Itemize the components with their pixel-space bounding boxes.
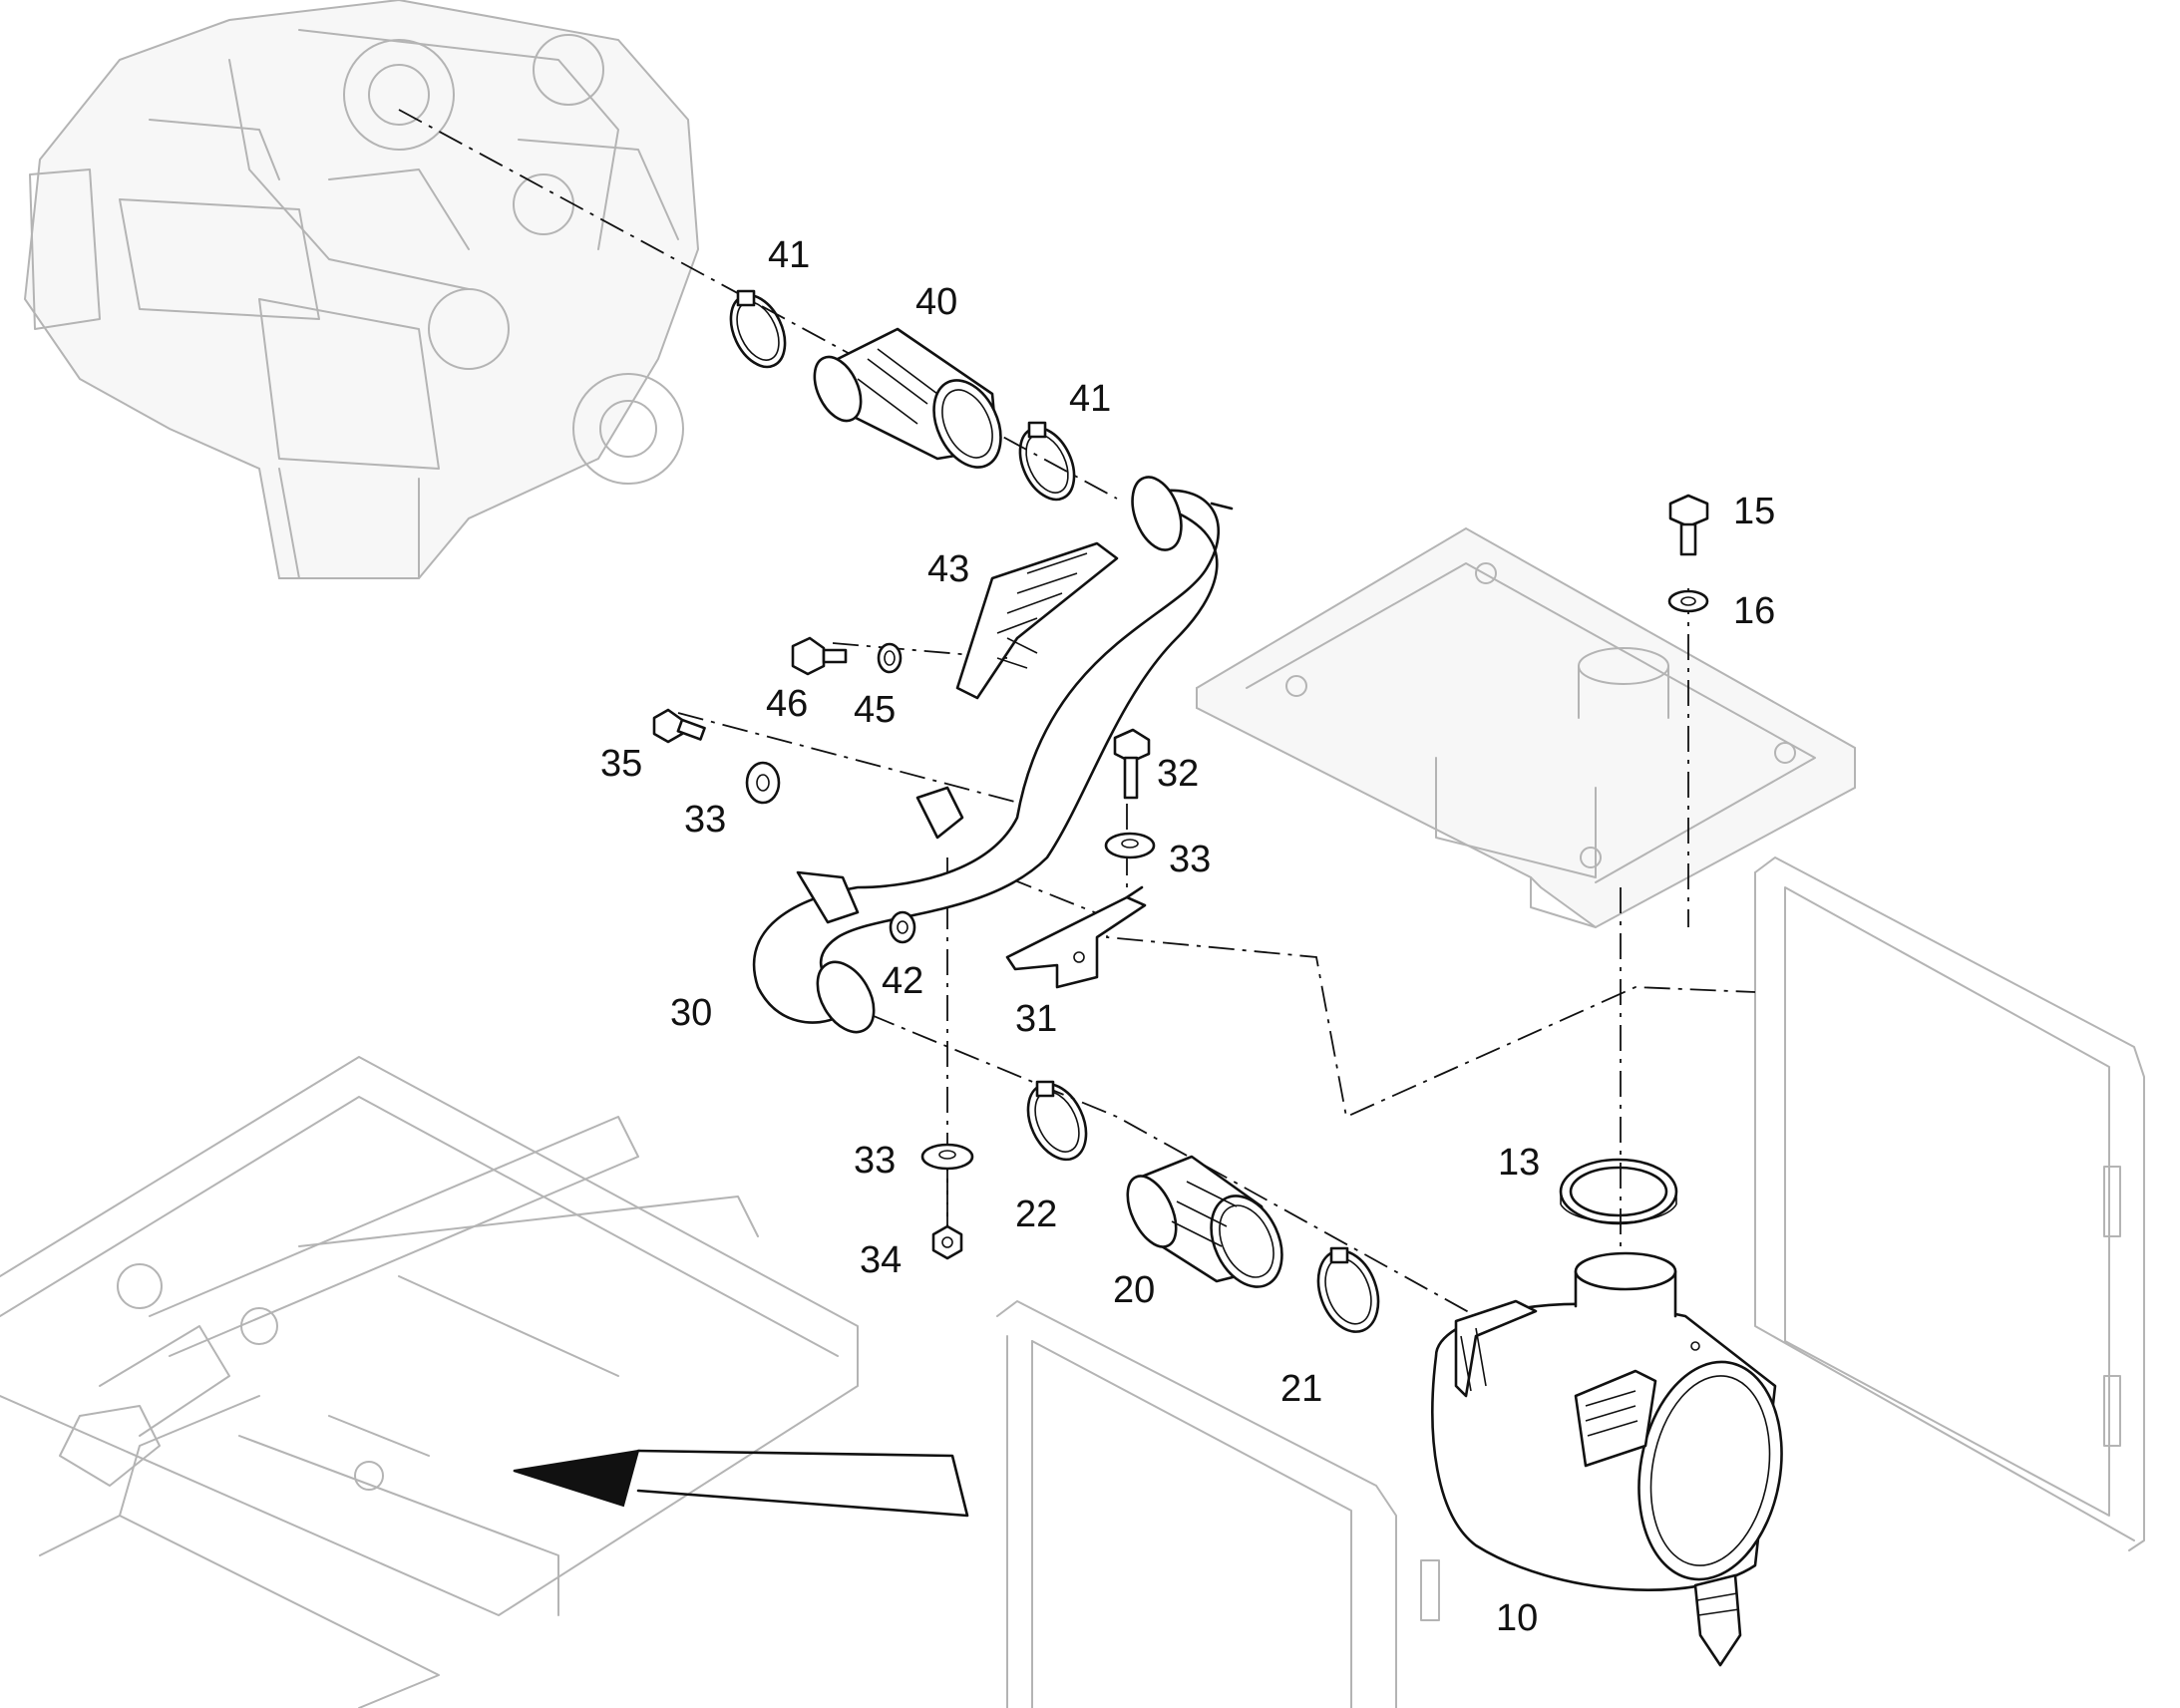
hose-clamp-22[interactable] (1017, 1075, 1098, 1169)
hose-clamp-upper[interactable] (720, 286, 796, 375)
pointer-leader (636, 1449, 969, 1518)
engine-assembly (23, 0, 700, 579)
washer-33-lower[interactable] (920, 1143, 974, 1171)
bolt-15[interactable] (1668, 494, 1709, 556)
side-panel-left (996, 1300, 1440, 1708)
bolt-32[interactable] (1113, 728, 1151, 800)
hose-clamp-21[interactable] (1307, 1242, 1388, 1340)
upper-plate (1196, 526, 1856, 929)
washer-45[interactable] (877, 642, 903, 674)
callout-33-right: 33 (1169, 839, 1211, 880)
intake-pipe[interactable] (752, 471, 1234, 1042)
callout-16: 16 (1733, 590, 1775, 632)
callout-46: 46 (766, 683, 808, 725)
bolt-46[interactable] (791, 636, 848, 676)
seal-ring-13[interactable] (1559, 1158, 1678, 1225)
clip-nut-42[interactable] (889, 910, 916, 944)
hose-clamp-lower[interactable] (1009, 419, 1085, 508)
callout-20: 20 (1113, 1269, 1155, 1311)
callout-45: 45 (854, 689, 896, 731)
callout-13: 13 (1498, 1142, 1540, 1184)
location-pointer (513, 1449, 640, 1508)
callout-40: 40 (915, 281, 957, 323)
callout-41-top: 41 (768, 234, 810, 276)
callout-33-lower: 33 (854, 1140, 896, 1182)
callout-10: 10 (1496, 1597, 1538, 1639)
washer-33-right[interactable] (1104, 832, 1156, 859)
callout-43: 43 (927, 548, 969, 590)
callout-15: 15 (1733, 491, 1775, 532)
washer-33-left[interactable] (745, 761, 781, 805)
callout-30: 30 (670, 992, 712, 1034)
callout-42: 42 (882, 960, 923, 1002)
air-cleaner[interactable] (1431, 1251, 1798, 1667)
callout-32: 32 (1157, 753, 1199, 795)
callout-labels: 41 40 41 43 46 45 35 33 30 42 32 33 31 1… (600, 234, 1775, 1639)
callout-21: 21 (1280, 1368, 1322, 1410)
nut-34[interactable] (931, 1224, 963, 1260)
upper-frame (0, 1056, 859, 1708)
callout-22: 22 (1015, 1194, 1057, 1235)
callout-35: 35 (600, 743, 642, 785)
pipe-bracket[interactable] (1005, 885, 1147, 989)
intake-hose-20[interactable] (1118, 1155, 1295, 1298)
washer-16[interactable] (1667, 589, 1709, 613)
heat-shield[interactable] (955, 541, 1119, 700)
callout-31: 31 (1015, 998, 1057, 1040)
callout-41-lower: 41 (1069, 378, 1111, 420)
callout-33-left: 33 (684, 799, 726, 841)
side-panel-right (1754, 856, 2145, 1551)
callout-34: 34 (860, 1239, 902, 1281)
intake-adapter[interactable] (806, 327, 1014, 478)
bolt-35[interactable] (652, 708, 706, 744)
